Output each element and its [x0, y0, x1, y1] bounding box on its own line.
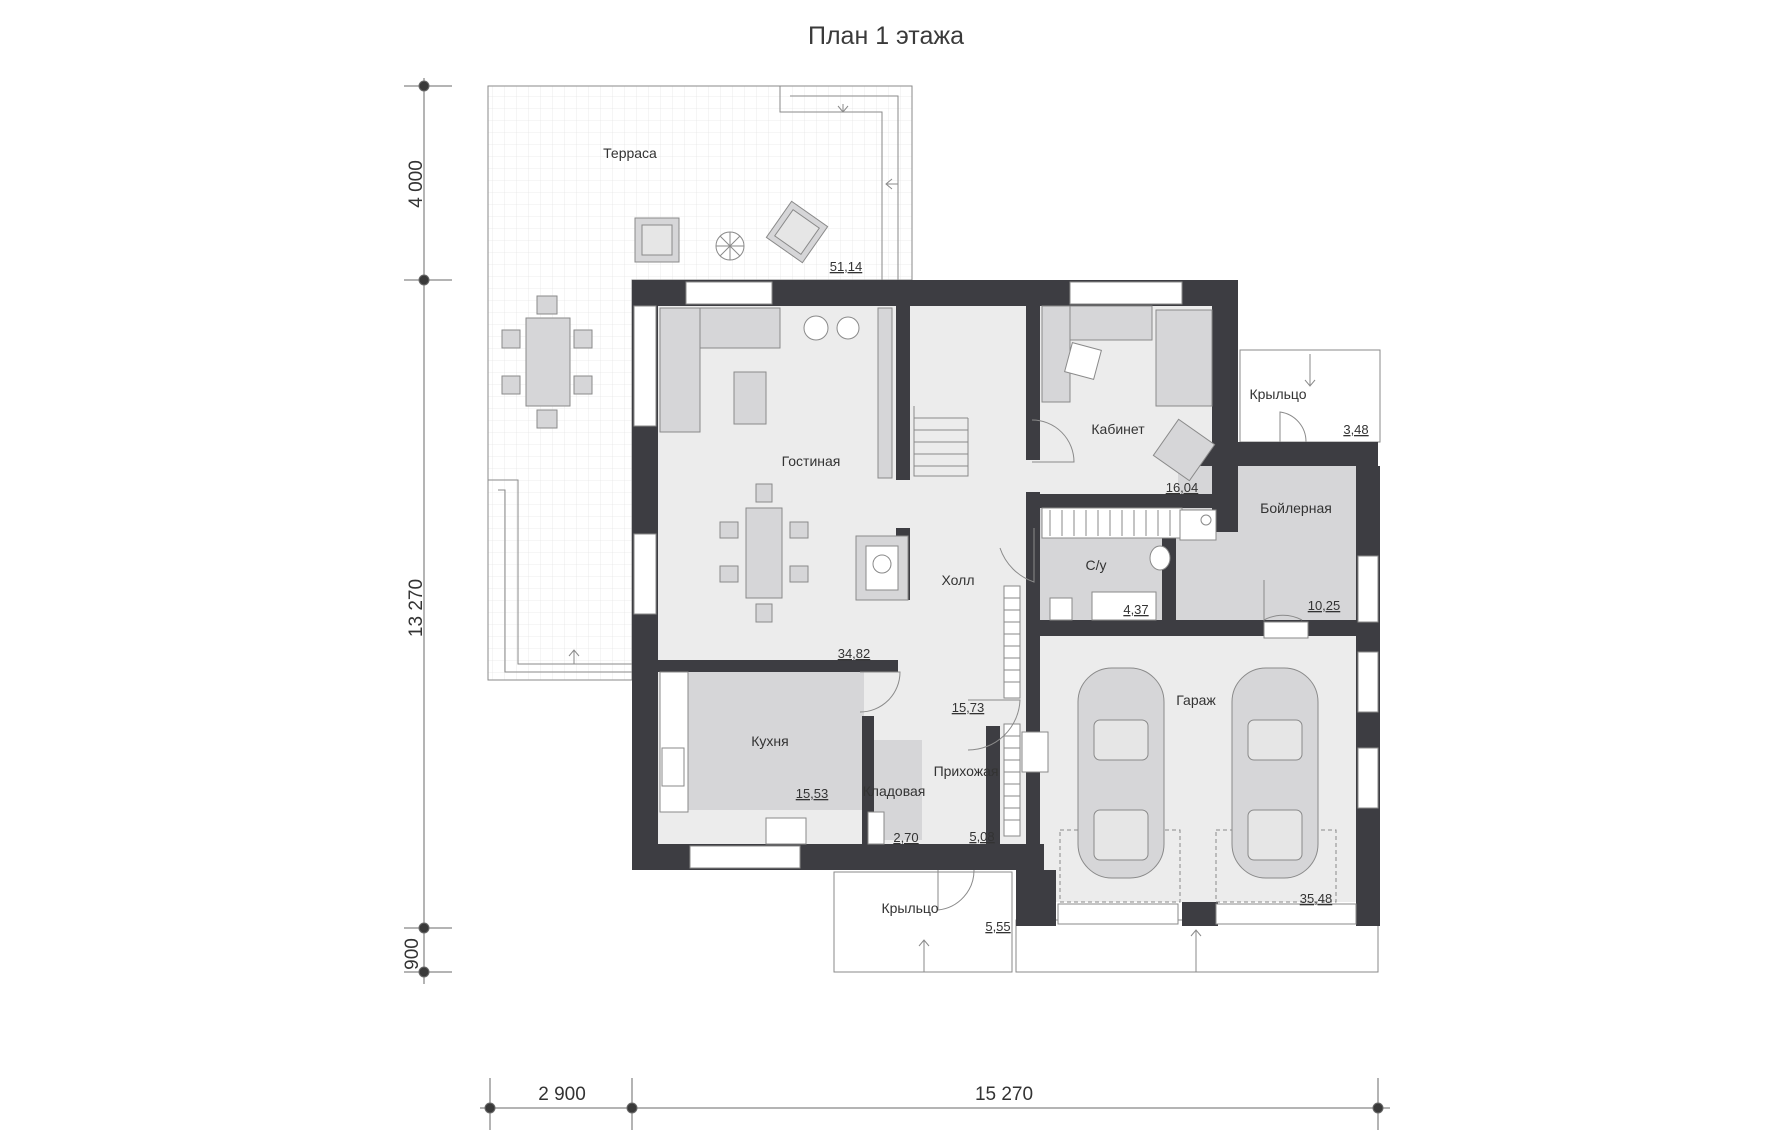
- area-label-porch-right: 3,48: [1343, 422, 1368, 437]
- room-label-garage: Гараж: [1176, 692, 1216, 708]
- garage-cars: [1059, 667, 1337, 903]
- room-label-study: Кабинет: [1091, 421, 1145, 437]
- porch-arrows: [918, 354, 1316, 972]
- living-furniture: [659, 307, 909, 623]
- room-label-hall: Холл: [942, 572, 975, 588]
- study-furniture: [1041, 305, 1216, 539]
- area-label-boiler: 10,25: [1308, 598, 1341, 613]
- windows: [633, 281, 1379, 925]
- room-label-entry: Прихожая: [934, 763, 999, 779]
- area-label-wc: 4,37: [1123, 602, 1148, 617]
- area-label-hall: 15,73: [952, 700, 985, 715]
- dimension-label-h-left: 2 900: [538, 1084, 586, 1105]
- terrace-furniture: [501, 200, 829, 429]
- wc-fixtures: [1049, 509, 1217, 621]
- dimension-lines: [404, 78, 1390, 1130]
- plan-title: План 1 этажа: [808, 22, 964, 50]
- area-label-study: 16,04: [1166, 480, 1199, 495]
- room-label-porch-bottom: Крыльцо: [881, 900, 938, 916]
- room-label-kitchen: Кухня: [751, 733, 788, 749]
- area-label-kitchen: 15,53: [796, 786, 829, 801]
- area-label-pantry: 2,70: [893, 830, 918, 845]
- room-label-wc: С/у: [1086, 557, 1107, 573]
- area-label-terrace: 51,14: [830, 259, 863, 274]
- room-label-porch-right: Крыльцо: [1249, 386, 1306, 402]
- room-label-terrace: Терраса: [603, 145, 657, 161]
- dimension-label-h-right: 15 270: [975, 1084, 1033, 1105]
- area-label-garage: 35,48: [1300, 891, 1333, 906]
- room-label-pantry: Кладовая: [863, 783, 926, 799]
- area-label-porch-bottom: 5,55: [985, 919, 1010, 934]
- kitchen-furniture: [659, 585, 1021, 845]
- dimension-label-v-top: 4 000: [406, 160, 427, 208]
- area-label-entry: 5,08: [969, 829, 994, 844]
- dimension-label-v-bottom: 900: [402, 938, 423, 970]
- dimension-label-v-mid: 13 270: [406, 579, 427, 637]
- room-label-living: Гостиная: [782, 453, 841, 469]
- doors: [859, 411, 1309, 911]
- room-label-boiler: Бойлерная: [1260, 500, 1332, 516]
- area-label-living: 34,82: [838, 646, 871, 661]
- stair: [913, 406, 969, 477]
